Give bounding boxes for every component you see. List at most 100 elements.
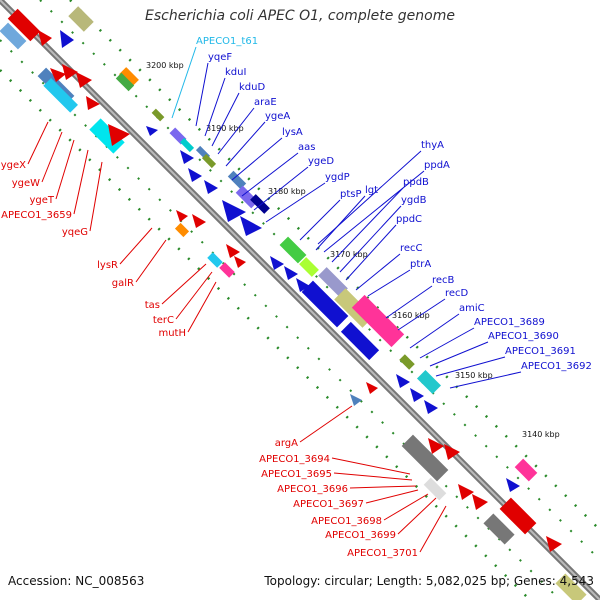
gene-label-yqeg[interactable]: yqeG (62, 227, 88, 238)
gene-label-kdud[interactable]: kduD (239, 82, 265, 93)
gene-arrow (296, 278, 310, 292)
gene-label-apeco1-3690[interactable]: APECO1_3690 (488, 331, 559, 342)
gene-label-recd[interactable]: recD (445, 288, 469, 299)
gene-label-apeco1-3694[interactable]: APECO1_3694 (259, 454, 330, 465)
gene-block (399, 354, 415, 370)
gene-arrow (86, 96, 100, 110)
gene-label-ygew[interactable]: ygeW (12, 178, 40, 189)
leader-line (161, 263, 207, 305)
gene-label-amic[interactable]: amiC (459, 303, 485, 314)
gene-label-apeco1-t61[interactable]: APECO1_t61 (196, 36, 258, 47)
kbp-tick-label: 3170 kbp (330, 250, 368, 259)
gene-arrow (410, 388, 424, 402)
gene-arrow (180, 150, 194, 164)
gene-label-muth[interactable]: mutH (158, 328, 186, 339)
gene-label-apeco1-3698[interactable]: APECO1_3698 (311, 516, 382, 527)
kbp-tick-label: 3180 kbp (268, 187, 306, 196)
gene-arrow (472, 494, 488, 510)
kbp-tick-label: 3200 kbp (146, 61, 184, 70)
gene-label-ygdb[interactable]: ygdB (401, 195, 427, 206)
gene-label-recb[interactable]: recB (432, 275, 455, 286)
leader-line (265, 182, 326, 223)
gene-arrow (444, 444, 460, 460)
feature-blocks (0, 6, 587, 600)
gene-label-apeco1-3659[interactable]: APECO1_3659 (1, 210, 72, 221)
gene-label-ygea[interactable]: ygeA (265, 111, 290, 122)
gene-label-lysr[interactable]: lysR (97, 260, 118, 271)
leader-line (333, 472, 413, 481)
gene-arrow (108, 124, 130, 146)
gene-label-lysa[interactable]: lysA (282, 127, 303, 138)
gene-label-apeco1-3699[interactable]: APECO1_3699 (325, 530, 396, 541)
gene-label-apeco1-3697[interactable]: APECO1_3697 (293, 499, 364, 510)
gene-label-ppda[interactable]: ppdA (424, 160, 450, 171)
gene-block (340, 321, 380, 361)
gene-block (115, 72, 135, 92)
gene-label-apeco1-3696[interactable]: APECO1_3696 (277, 484, 348, 495)
leader-line (27, 121, 49, 165)
gene-block (235, 185, 259, 209)
leader-line (397, 298, 446, 331)
gene-arrow (270, 256, 284, 270)
gene-label-kdui[interactable]: kduI (225, 67, 246, 78)
gene-label-apeco1-3701[interactable]: APECO1_3701 (347, 548, 418, 559)
gene-label-arga[interactable]: argA (275, 438, 298, 449)
leader-line (397, 497, 437, 535)
gene-block (279, 236, 307, 264)
gene-arrow (458, 484, 474, 500)
gene-arrow (50, 68, 66, 82)
gene-label-apeco1-3692[interactable]: APECO1_3692 (521, 361, 592, 372)
gene-label-yget[interactable]: ygeT (29, 195, 54, 206)
leader-line (345, 224, 397, 281)
leader-line (419, 327, 475, 359)
gene-label-apeco1-3695[interactable]: APECO1_3695 (261, 469, 332, 480)
gene-label-terc[interactable]: terC (153, 315, 174, 326)
gene-label-recc[interactable]: recC (400, 243, 423, 254)
gene-block (250, 194, 270, 214)
leader-line (204, 77, 226, 137)
gene-block (201, 153, 217, 169)
leader-line (317, 150, 422, 245)
gene-block (483, 513, 515, 545)
gene-arrow (396, 374, 410, 388)
gene-arrow (428, 438, 444, 454)
gene-block (318, 267, 348, 297)
leader-line (383, 493, 429, 521)
leader-line (225, 121, 266, 167)
gene-label-apeco1-3691[interactable]: APECO1_3691 (505, 346, 576, 357)
gene-label-ptsp[interactable]: ptsP (340, 189, 362, 200)
leader-line (429, 341, 489, 367)
gene-label-apeco1-3689[interactable]: APECO1_3689 (474, 317, 545, 328)
accession-label: Accession: NC_008563 (8, 574, 145, 588)
gene-block (119, 67, 139, 87)
leader-line (331, 187, 404, 263)
gene-label-aas[interactable]: aas (298, 142, 315, 153)
gene-arrow (506, 478, 520, 492)
gene-label-yged[interactable]: ygeD (308, 156, 334, 167)
gene-label-thya[interactable]: thyA (421, 140, 444, 151)
leader-line (171, 46, 197, 119)
gene-label-ptra[interactable]: ptrA (410, 259, 431, 270)
gene-label-ppdc[interactable]: ppdC (396, 214, 422, 225)
genome-summary: Topology: circular; Length: 5,082,025 bp… (264, 574, 594, 588)
leader-line (349, 485, 417, 489)
gene-label-lgt[interactable]: lgt (365, 185, 378, 196)
leader-line (419, 505, 447, 553)
gene-arrow (234, 256, 246, 268)
track-guide-lower-outer (0, 69, 531, 600)
gene-label-yqef[interactable]: yqeF (208, 52, 232, 63)
map-title: Escherichia coli APEC O1, complete genom… (145, 8, 455, 24)
gene-label-tas[interactable]: tas (145, 300, 160, 311)
leader-line (187, 281, 217, 333)
track-guide-upper-outer (69, 0, 600, 531)
gene-arrow (146, 126, 158, 136)
gene-label-ppdb[interactable]: ppdB (403, 177, 429, 188)
gene-block (299, 257, 319, 277)
gene-label-ygex[interactable]: ygeX (1, 160, 26, 171)
gene-block (401, 434, 449, 482)
gene-label-ygdp[interactable]: ygdP (325, 172, 350, 183)
gene-label-galr[interactable]: galR (112, 278, 134, 289)
gene-label-arae[interactable]: araE (254, 97, 277, 108)
